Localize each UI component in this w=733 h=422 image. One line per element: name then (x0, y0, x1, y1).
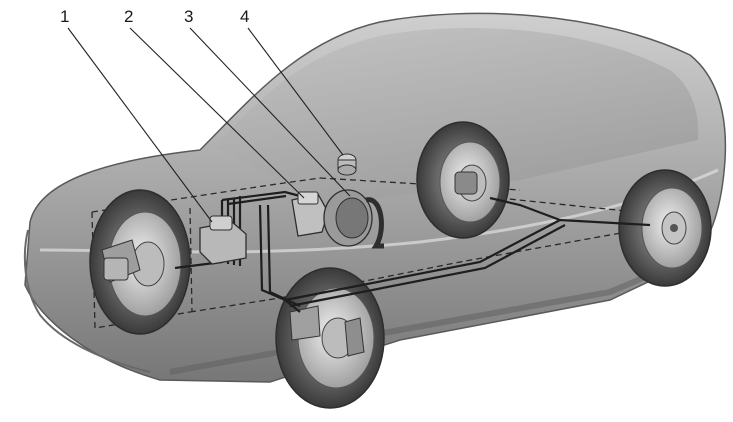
callout-1: 1 (60, 7, 69, 26)
leader-line-4 (247, 27, 344, 156)
brake-fluid-reservoir (337, 153, 357, 176)
abs-modulator (199, 215, 247, 265)
callout-3: 3 (184, 7, 193, 26)
callout-2: 2 (124, 7, 133, 26)
leader-line-2 (129, 27, 305, 199)
rear-right-wheel (618, 169, 712, 287)
leader-line-3 (189, 27, 351, 197)
leader-lines (67, 27, 351, 223)
master-cylinder (291, 191, 329, 237)
leader-line-1 (67, 27, 213, 223)
callout-4: 4 (240, 7, 249, 26)
vacuum-booster (323, 189, 384, 249)
rear-left-wheel (416, 121, 510, 239)
front-left-wheel (89, 189, 191, 335)
front-right-wheel (275, 267, 385, 409)
